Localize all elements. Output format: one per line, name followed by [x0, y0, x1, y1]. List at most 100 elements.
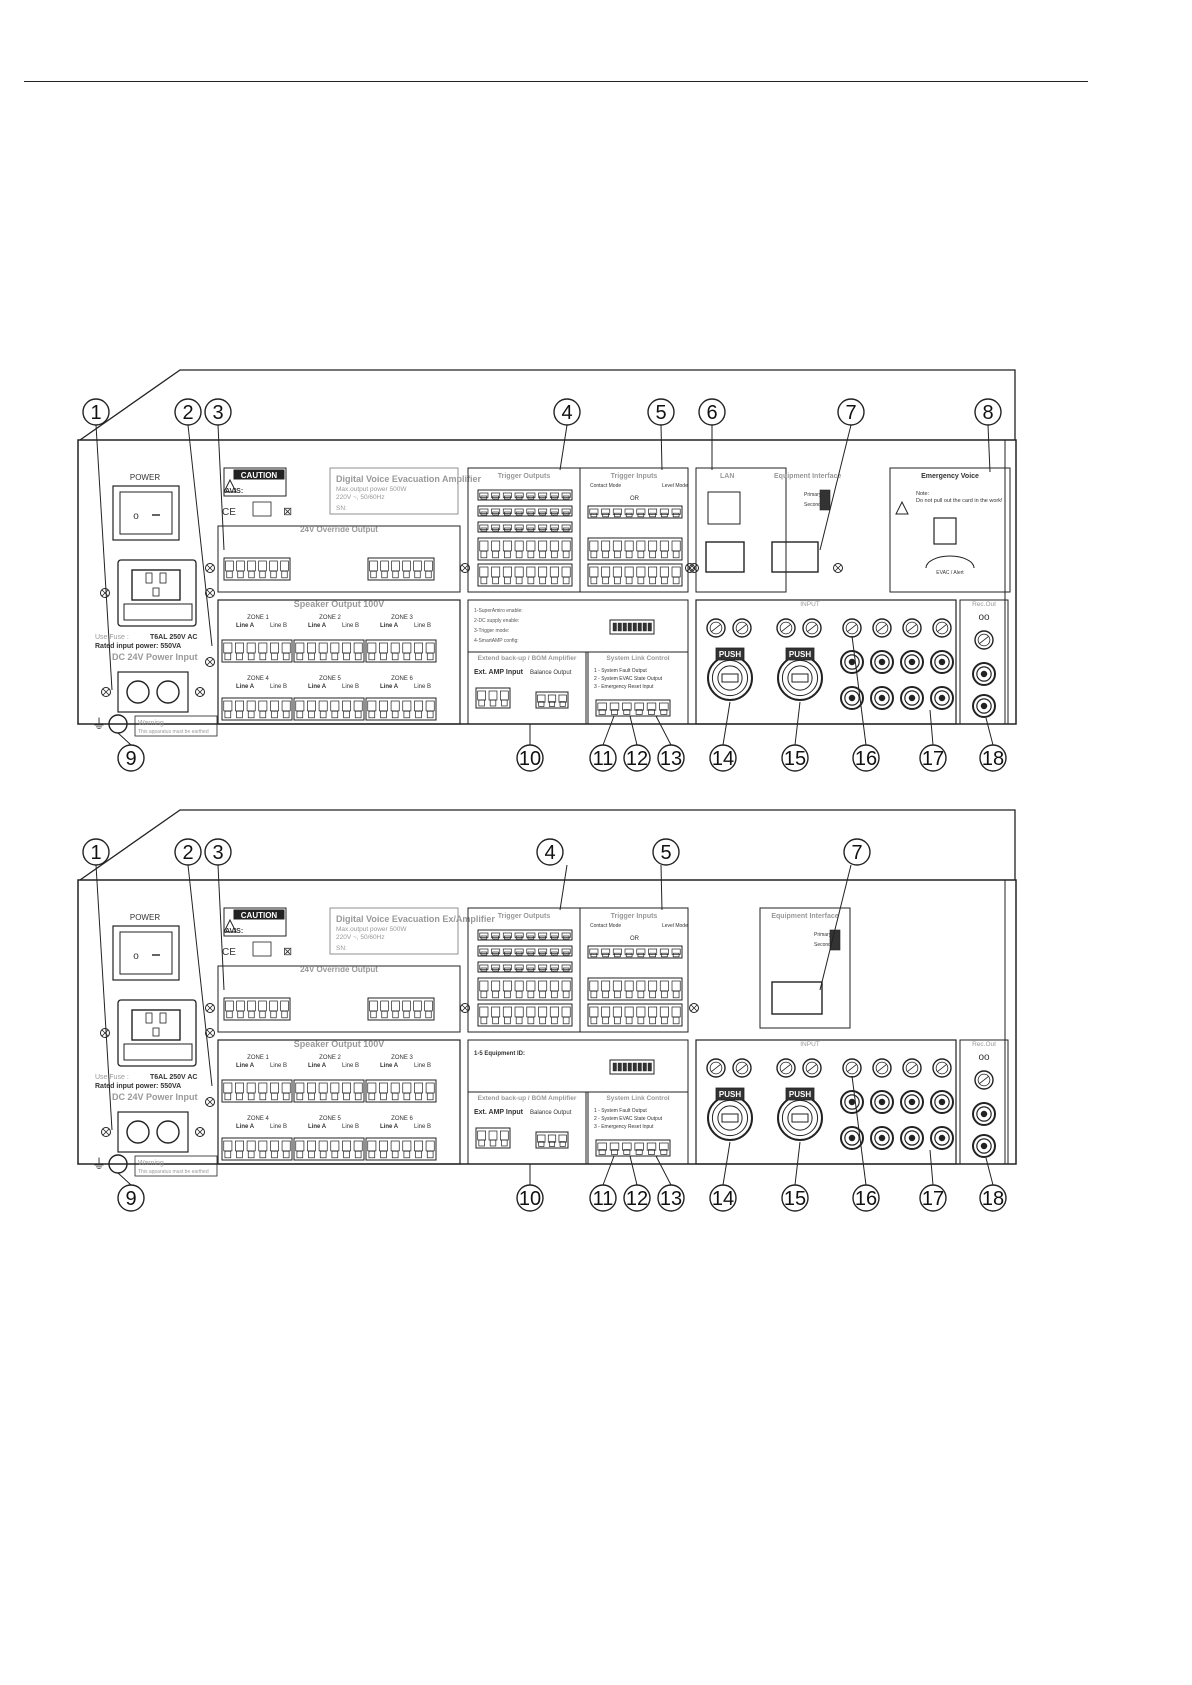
- rca-jack: [840, 1126, 864, 1150]
- screw-slot: [102, 688, 110, 696]
- terminal-screw: [504, 951, 511, 956]
- trigger-out-terminals: [477, 977, 573, 1001]
- terminal-slot: [601, 980, 611, 992]
- terminal-slot: [491, 524, 501, 530]
- terminal-slot: [307, 1140, 316, 1152]
- trigger-inputs-panel: [579, 467, 689, 593]
- push-label: PUSH: [719, 650, 741, 659]
- knob-inner: [977, 633, 991, 647]
- xlr-slot: [791, 1113, 809, 1123]
- leader-line: [660, 424, 663, 471]
- terminal-slot: [402, 1140, 412, 1152]
- rca-outer: [870, 686, 894, 710]
- terminal-screw: [598, 1149, 606, 1155]
- terminal-slot: [648, 980, 658, 992]
- knob-inner: [709, 1061, 723, 1075]
- line-a-label: Line A: [236, 684, 255, 690]
- zone-label: ZONE 3: [391, 615, 413, 621]
- panel-screw: [205, 1097, 215, 1107]
- terminal-screw: [527, 1016, 535, 1025]
- screw-slot: [206, 589, 214, 597]
- terminal-slot: [671, 508, 681, 515]
- screw-head: [101, 1127, 111, 1137]
- terminal-slot: [612, 1006, 622, 1018]
- leader-line: [851, 635, 867, 746]
- ext-amp-input-label: Ext. AMP Input: [474, 1109, 524, 1116]
- terminal-slot: [659, 948, 669, 955]
- warning-text: This apparatus must be earthed: [138, 1169, 209, 1175]
- xlr-ring: [781, 659, 819, 697]
- fuse-rating: T6AL 250V AC: [150, 1074, 197, 1081]
- xlr-ring: [781, 1099, 819, 1137]
- callout-number: 4: [561, 402, 572, 424]
- iec-pin: [159, 1012, 167, 1024]
- terminal-slot: [270, 642, 279, 654]
- primary-label: Primary: [814, 932, 832, 938]
- model-plate: [329, 467, 459, 515]
- terminal-screw: [259, 1150, 267, 1159]
- rec-out-title: Rec.Out: [972, 601, 996, 608]
- terminal-screw: [236, 1150, 243, 1159]
- screw-head: [195, 1127, 205, 1137]
- terminal-screw: [648, 1149, 655, 1155]
- terminal-screw: [480, 576, 488, 585]
- terminal-slot: [514, 1006, 524, 1018]
- speaker-terminals-lower: [293, 697, 365, 721]
- terminal-screw: [551, 951, 558, 956]
- callout-number: 7: [845, 402, 856, 424]
- equip-port: [771, 981, 823, 1015]
- rca-pin: [938, 1098, 946, 1106]
- callout-17: 17: [919, 1184, 947, 1212]
- callout-number: 16: [855, 1188, 877, 1210]
- screw-head: [195, 687, 205, 697]
- terminal-block-body: [293, 1137, 365, 1161]
- terminal-slot: [514, 524, 524, 530]
- terminal-screw: [614, 952, 621, 958]
- rca-ring: [976, 698, 992, 714]
- dc-terminal-neg: [126, 1120, 150, 1144]
- knob-inner: [779, 1061, 793, 1075]
- terminal-slot: [380, 1000, 389, 1012]
- callout-2: 2: [174, 838, 202, 866]
- extend-title: Extend back-up / BGM Amplifier: [478, 655, 577, 662]
- callout-number: 9: [125, 748, 136, 770]
- terminal-screw: [480, 550, 488, 559]
- terminal-block-body: [587, 977, 683, 1001]
- knob-outer: [902, 618, 922, 638]
- terminal-slot: [342, 700, 351, 712]
- terminal-screw: [414, 570, 421, 579]
- rca-ring: [904, 1094, 920, 1110]
- terminal-screw: [551, 527, 558, 532]
- terminal-slot: [488, 1130, 498, 1141]
- terminal-slot: [342, 1082, 351, 1094]
- terminal-slot: [538, 540, 548, 552]
- terminal-slot: [402, 560, 411, 572]
- terminal-slot: [367, 1140, 377, 1152]
- rca-jack: [900, 650, 924, 674]
- terminal-screw: [672, 1016, 680, 1025]
- terminal-slot: [330, 1140, 340, 1152]
- terminal-slot: [479, 524, 489, 530]
- xlr-outer: [707, 655, 753, 701]
- terminal-slot: [413, 560, 422, 572]
- terminal-slot: [549, 948, 559, 954]
- terminal-slot: [549, 964, 559, 970]
- terminal-screw: [660, 709, 668, 715]
- dip-switch: [637, 622, 642, 632]
- terminal-screw: [492, 990, 499, 999]
- ext-amp-terminals: [475, 687, 511, 709]
- model-voltage: 220V ~, 50/60Hz: [336, 934, 385, 941]
- weee-bin-icon: ⊠: [283, 946, 292, 958]
- terminal-slot: [479, 566, 489, 578]
- terminal-screw: [492, 1016, 499, 1025]
- system-link-panel: [587, 1091, 689, 1165]
- rotary-knob: [872, 618, 892, 638]
- terminal-slot: [659, 702, 669, 711]
- dip-switch: [632, 622, 637, 632]
- terminal-block-body: [477, 1003, 573, 1027]
- speaker-output-title: Speaker Output 100V: [294, 1039, 385, 1049]
- terminal-slot: [402, 1000, 411, 1012]
- terminal-screw: [602, 550, 609, 559]
- knob-inner: [845, 1061, 859, 1075]
- terminal-slot: [491, 964, 501, 970]
